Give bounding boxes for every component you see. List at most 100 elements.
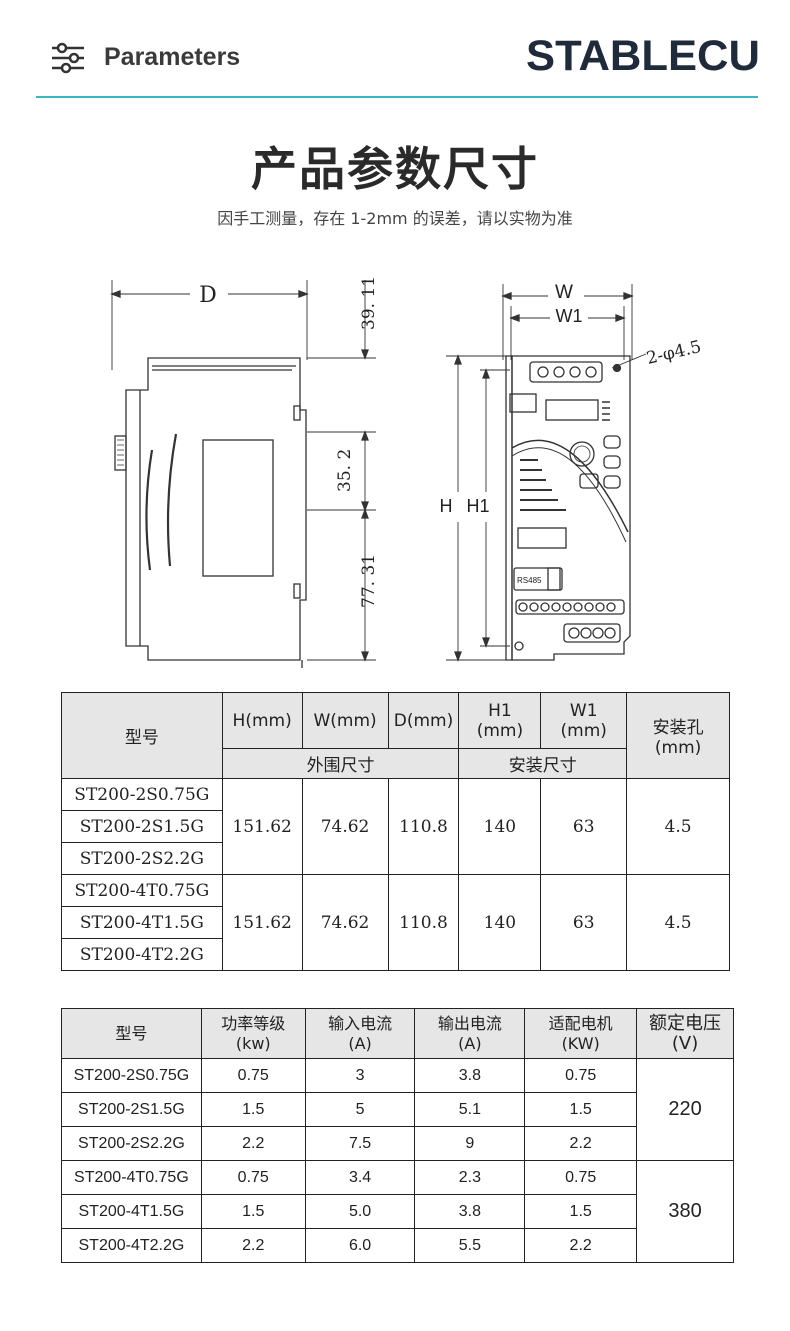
dimension-drawing: D 39. 11 35. 2 77. 31 — [110, 276, 704, 668]
table-row: ST200-4T0.75G 0.75 3.4 2.3 0.75 380 — [61, 1160, 734, 1263]
model-cell: ST200-4T0.75G — [61, 874, 223, 907]
header-w1: W1(mm) — [540, 692, 628, 749]
header-hole: 安装孔(mm) — [626, 692, 730, 779]
motor-cell: 1.5 — [524, 1194, 638, 1229]
hole-cell: 4.5 — [626, 778, 730, 875]
side-view — [110, 280, 376, 668]
motor-cell: 0.75 — [524, 1160, 638, 1195]
header-outer-dimensions: 外围尺寸 — [221, 748, 460, 779]
dim-h-label: H — [440, 496, 453, 516]
dim-d-label: D — [199, 283, 217, 308]
model-cell: ST200-2S0.75G — [61, 778, 223, 811]
brand-logo: STABLECU — [526, 34, 760, 74]
model-cell: ST200-4T1.5G — [61, 1194, 202, 1229]
motor-cell: 2.2 — [524, 1126, 638, 1161]
dim-mid-height: 35. 2 — [335, 449, 355, 492]
header-h: H(mm) — [221, 692, 303, 749]
header-divider — [36, 96, 758, 98]
motor-cell: 0.75 — [524, 1058, 638, 1093]
table-row: ST200-4T0.75G 151.62 74.62 110.8 140 63 … — [61, 874, 730, 971]
header-motor: 适配电机(KW) — [524, 1008, 638, 1059]
power-cell: 0.75 — [200, 1160, 306, 1195]
header-voltage: 额定电压(V) — [636, 1008, 734, 1059]
sliders-icon — [52, 42, 84, 74]
voltage-cell: 380 — [636, 1160, 734, 1263]
page-header: Parameters STABLECU — [0, 0, 790, 100]
output-cell: 3.8 — [414, 1058, 526, 1093]
motor-cell: 2.2 — [524, 1228, 638, 1263]
header-d: D(mm) — [387, 692, 460, 749]
electrical-spec-table: 型号 功率等级(kw) 输入电流(A) 输出电流(A) 适配电机(KW) 额定电… — [61, 1008, 734, 1263]
table-row: ST200-2S1.5G 1.5 5 5.1 1.5 — [61, 1092, 734, 1127]
hole-cell: 4.5 — [626, 874, 730, 971]
power-cell: 2.2 — [200, 1228, 306, 1263]
input-cell: 5 — [304, 1092, 416, 1127]
d-cell: 110.8 — [387, 778, 460, 875]
dim-lower-height: 77. 31 — [359, 554, 379, 608]
dim-top-offset: 39. 11 — [359, 276, 379, 330]
table-row: ST200-2S0.75G 151.62 74.62 110.8 140 63 … — [61, 778, 730, 875]
table-row: ST200-2S2.2G 2.2 7.5 9 2.2 — [61, 1126, 734, 1161]
output-cell: 5.5 — [414, 1228, 526, 1263]
h-cell: 151.62 — [221, 778, 303, 875]
h1-cell: 140 — [458, 778, 542, 875]
header-model: 型号 — [61, 1008, 202, 1059]
power-cell: 1.5 — [200, 1092, 306, 1127]
table-row: ST200-4T2.2G — [61, 938, 730, 971]
dim-w1-label: W1 — [556, 306, 583, 326]
w-cell: 74.62 — [301, 778, 389, 875]
model-cell: ST200-4T0.75G — [61, 1160, 202, 1195]
input-cell: 6.0 — [304, 1228, 416, 1263]
header-model: 型号 — [61, 692, 223, 779]
input-cell: 7.5 — [304, 1126, 416, 1161]
header-power: 功率等级(kw) — [200, 1008, 306, 1059]
section-label: Parameters — [104, 43, 241, 71]
d-cell: 110.8 — [387, 874, 460, 971]
motor-cell: 1.5 — [524, 1092, 638, 1127]
header-install-dimensions: 安装尺寸 — [458, 748, 628, 779]
model-cell: ST200-2S1.5G — [61, 1092, 202, 1127]
page-subtitle: 因手工测量，存在 1-2mm 的误差，请以实物为准 — [217, 209, 573, 228]
h1-cell: 140 — [458, 874, 542, 971]
header-output-current: 输出电流(A) — [414, 1008, 526, 1059]
svg-text:STABLECU: STABLECU — [526, 34, 760, 74]
rs485-port-label: RS485 — [517, 576, 542, 585]
header-input-current: 输入电流(A) — [304, 1008, 416, 1059]
dim-h1-label: H1 — [466, 496, 489, 516]
input-cell: 3 — [304, 1058, 416, 1093]
h-cell: 151.62 — [221, 874, 303, 971]
w-cell: 74.62 — [301, 874, 389, 971]
model-cell: ST200-2S1.5G — [61, 810, 223, 843]
table-row: ST200-2S0.75G 0.75 3 3.8 0.75 220 — [61, 1058, 734, 1161]
w1-cell: 63 — [540, 778, 628, 875]
model-cell: ST200-4T2.2G — [61, 938, 223, 971]
w1-cell: 63 — [540, 874, 628, 971]
power-cell: 0.75 — [200, 1058, 306, 1093]
dim-hole-label: 2-φ4.5 — [645, 337, 704, 369]
model-cell: ST200-2S2.2G — [61, 842, 223, 875]
power-cell: 2.2 — [200, 1126, 306, 1161]
header-h1: H1(mm) — [458, 692, 542, 749]
output-cell: 9 — [414, 1126, 526, 1161]
model-cell: ST200-2S2.2G — [61, 1126, 202, 1161]
voltage-cell: 220 — [636, 1058, 734, 1161]
output-cell: 3.8 — [414, 1194, 526, 1229]
input-cell: 3.4 — [304, 1160, 416, 1195]
table-row: ST200-4T2.2G 2.2 6.0 5.5 2.2 — [61, 1228, 734, 1263]
table-row: ST200-4T1.5G 1.5 5.0 3.8 1.5 — [61, 1194, 734, 1229]
page-title: 产品参数尺寸 — [251, 142, 539, 196]
table-row: ST200-4T1.5G — [61, 906, 730, 939]
front-view — [446, 284, 647, 662]
input-cell: 5.0 — [304, 1194, 416, 1229]
model-cell: ST200-4T1.5G — [61, 906, 223, 939]
header-w: W(mm) — [301, 692, 389, 749]
power-cell: 1.5 — [200, 1194, 306, 1229]
output-cell: 2.3 — [414, 1160, 526, 1195]
table-row: ST200-2S2.2G — [61, 842, 730, 875]
dim-w-label: W — [555, 282, 573, 303]
output-cell: 5.1 — [414, 1092, 526, 1127]
model-cell: ST200-4T2.2G — [61, 1228, 202, 1263]
dimension-table: 型号 H(mm) W(mm) D(mm) H1(mm) W1(mm) 安装孔(m… — [61, 692, 730, 971]
model-cell: ST200-2S0.75G — [61, 1058, 202, 1093]
table-row: ST200-2S1.5G — [61, 810, 730, 843]
